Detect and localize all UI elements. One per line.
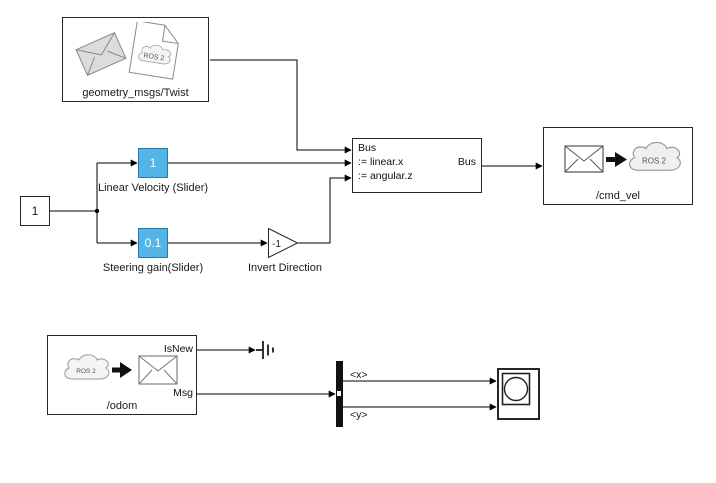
invert-gain-label: Invert Direction <box>248 262 322 274</box>
block-label: geometry_msgs/Twist <box>82 87 189 99</box>
ros2-cloud-icon: ROS 2 <box>629 141 681 171</box>
ros2-cloud-icon: ROS 2 <box>64 354 110 380</box>
ros2-badge: ROS 2 <box>76 368 96 375</box>
xy-scope-icon <box>501 372 531 406</box>
publish-icon: ROS 2 <box>564 141 681 173</box>
wire-twist-to-bus[interactable] <box>210 59 352 154</box>
steering-gain-label: Steering gain(Slider) <box>102 262 204 274</box>
invert-gain-block[interactable]: -1 <box>268 228 299 259</box>
envelope-icon <box>564 145 604 173</box>
arrow-right-icon <box>606 152 627 167</box>
constant-block[interactable]: 1 <box>20 196 50 226</box>
bus-selector-port <box>337 391 341 396</box>
selector-port-x-label: <x> <box>350 369 368 381</box>
constant-value: 1 <box>31 204 39 218</box>
port-bus-out: Bus <box>457 156 476 168</box>
port-angular-z: := angular.z <box>358 170 413 182</box>
slider-value: 1 <box>149 156 157 170</box>
envelope-icon <box>138 355 178 385</box>
blank-message-block[interactable]: ROS 2 geometry_msgs/Twist <box>62 17 209 102</box>
bus-selector-block[interactable] <box>336 361 343 427</box>
linear-velocity-label: Linear Velocity (Slider) <box>97 182 209 194</box>
linear-velocity-slider[interactable]: 1 <box>138 148 168 178</box>
gain-value: -1 <box>272 239 281 250</box>
port-msg: Msg <box>173 387 193 399</box>
xy-scope-block[interactable] <box>497 368 540 420</box>
bus-assignment-block[interactable]: Bus := linear.x := angular.z Bus <box>352 138 482 193</box>
terminator-block[interactable] <box>256 339 280 361</box>
odom-subscribe-block[interactable]: ROS 2 IsNew Msg /odom <box>47 335 197 415</box>
steering-gain-slider[interactable]: 0.1 <box>138 228 168 258</box>
message-page-icon: ROS 2 <box>128 22 179 80</box>
arrow-right-icon <box>112 362 132 378</box>
port-bus-in: Bus <box>358 142 377 154</box>
slider-value: 0.1 <box>144 236 162 250</box>
selector-port-y-label: <y> <box>350 409 368 421</box>
blank-message-icon: ROS 2 <box>75 22 179 80</box>
block-label: /odom <box>106 400 138 412</box>
cmd-vel-publish-block[interactable]: ROS 2 /cmd_vel <box>543 127 693 205</box>
subscribe-icon: ROS 2 <box>64 354 178 385</box>
wire-gain-to-bus[interactable] <box>298 174 352 244</box>
branch-dot <box>94 208 100 214</box>
block-label: /cmd_vel <box>595 190 641 202</box>
port-isnew: IsNew <box>163 343 193 355</box>
port-linear-x: := linear.x <box>358 156 404 168</box>
ros2-cloud-icon: ROS 2 <box>138 44 171 65</box>
ros2-badge: ROS 2 <box>642 157 667 166</box>
ros2-badge: ROS 2 <box>143 52 165 62</box>
